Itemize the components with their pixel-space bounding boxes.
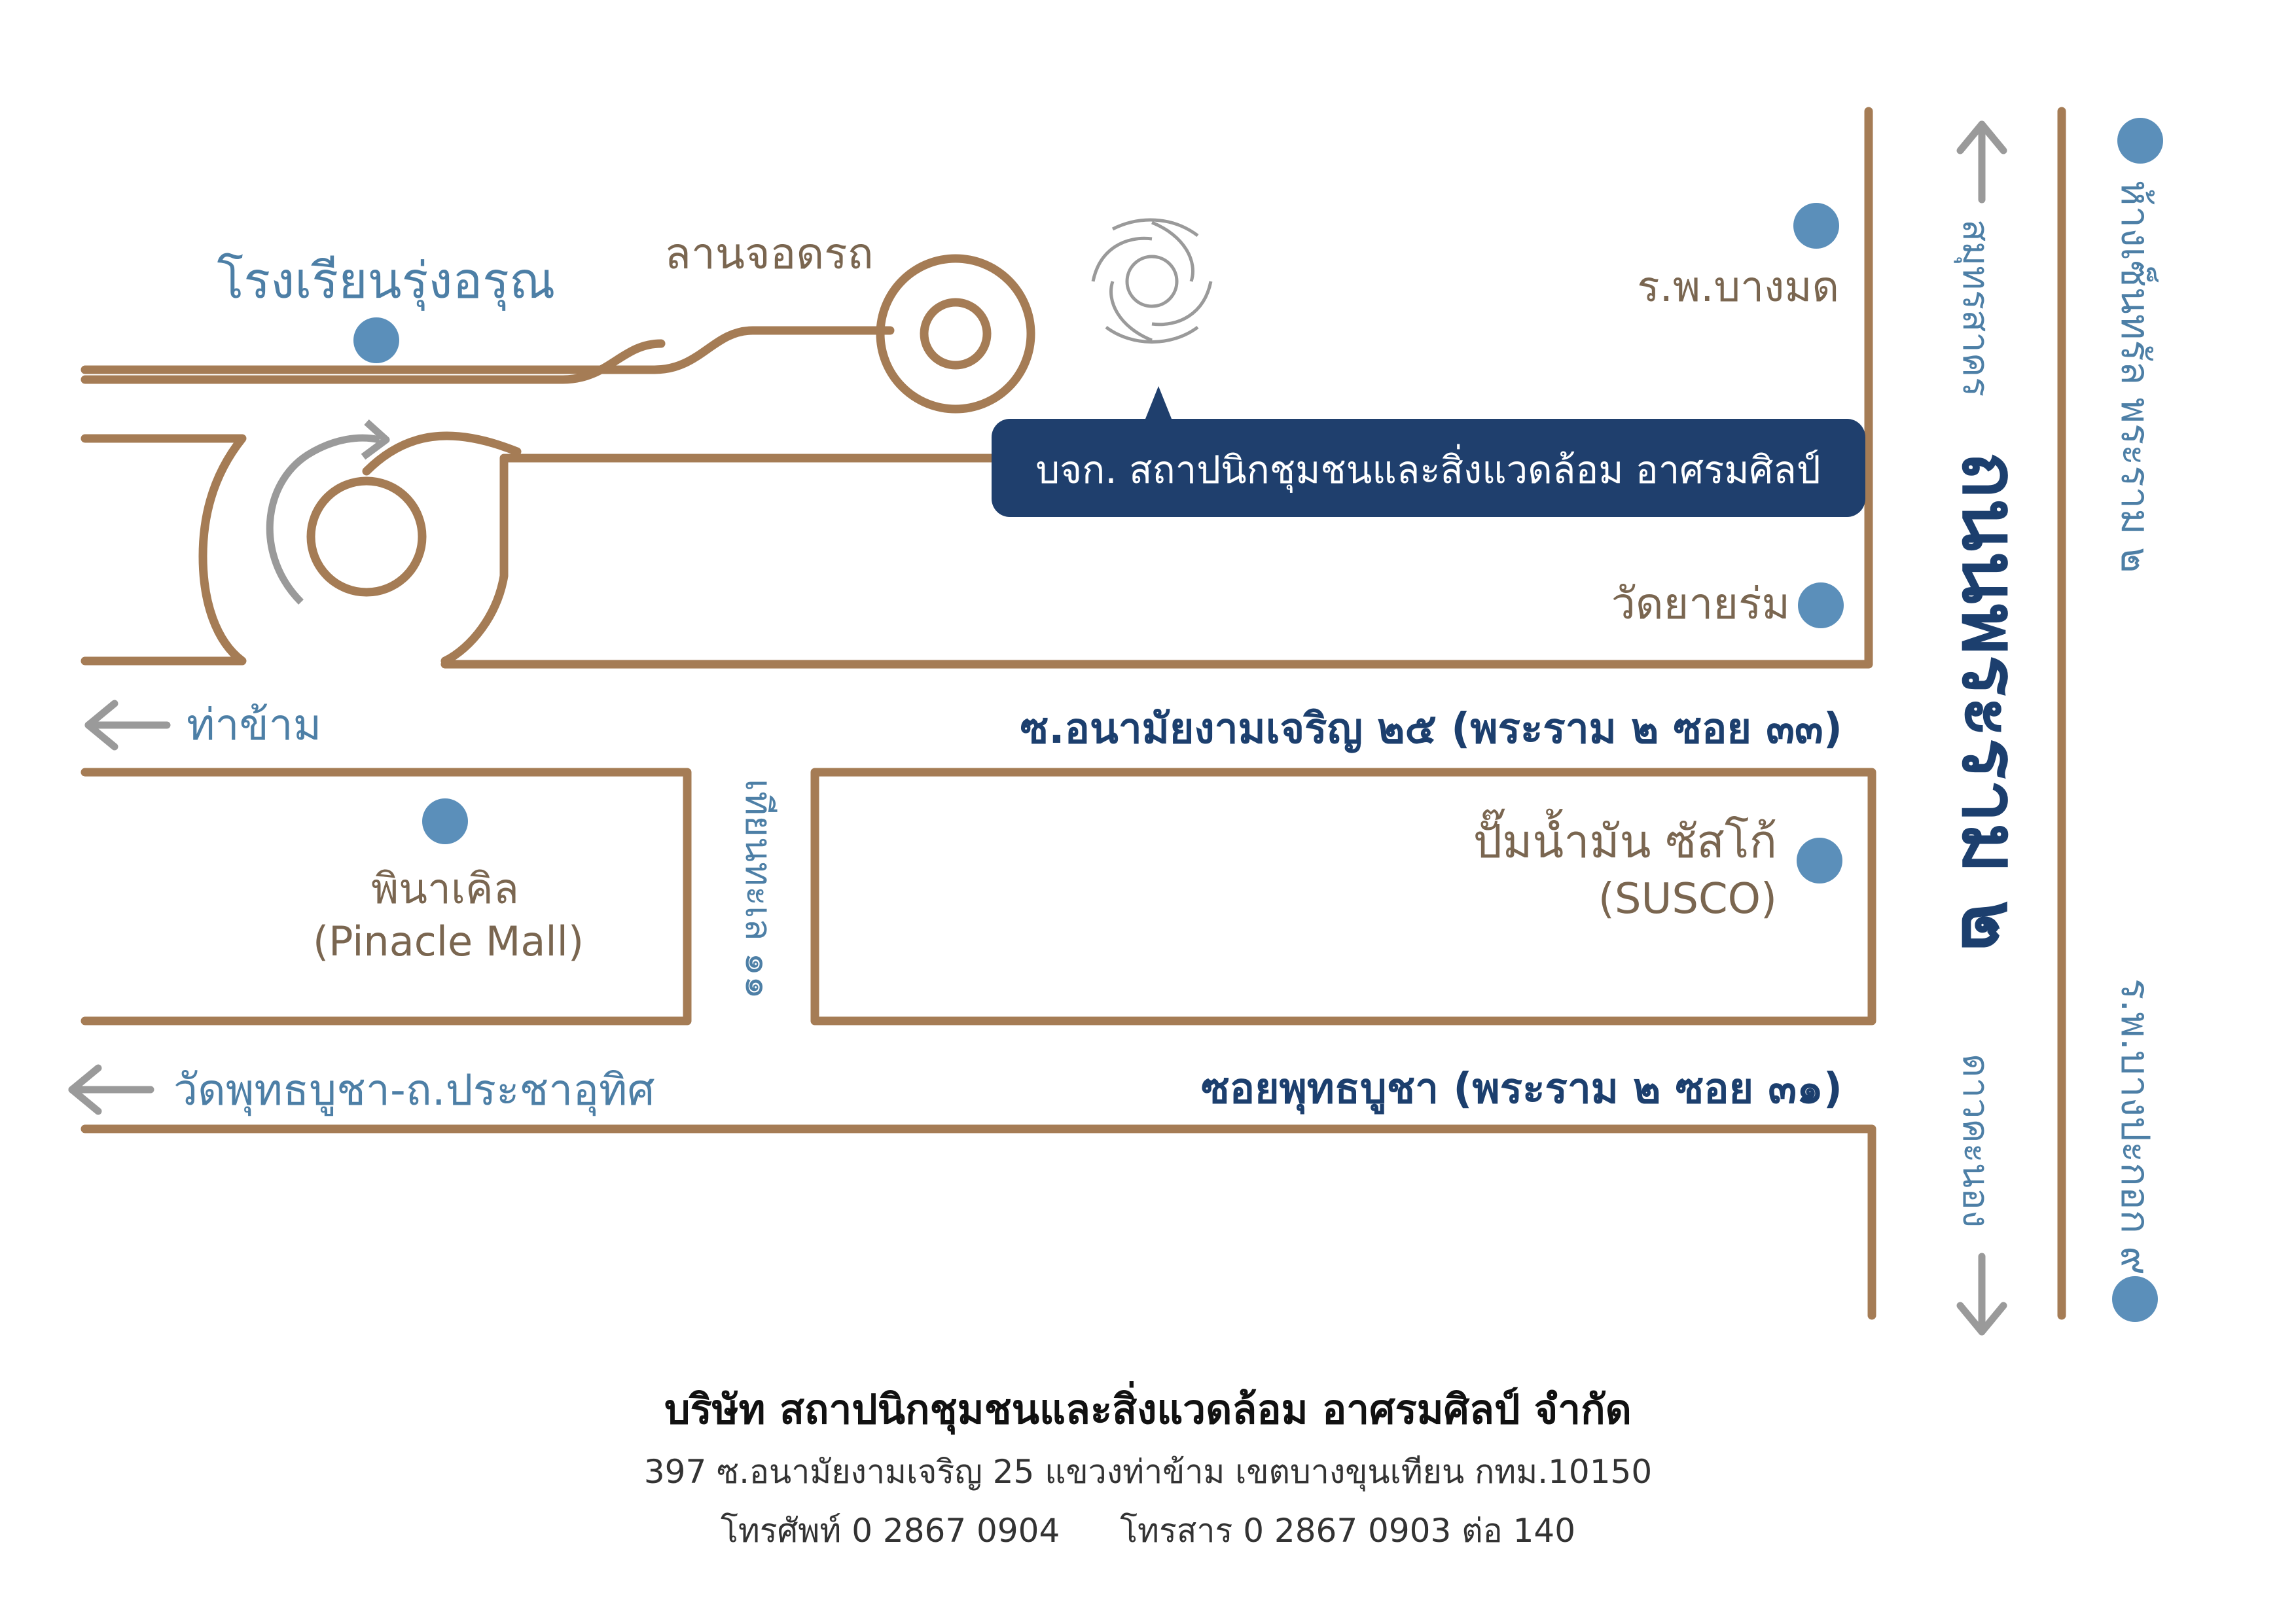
tha-kham-label: ท่าข้าม xyxy=(187,700,321,750)
pinnacle-label-th: พินาเคิล xyxy=(371,865,519,914)
central-dot-icon xyxy=(2117,118,2163,164)
footer-contact: โทรศัพท์ 0 2867 0904 โทรสาร 0 2867 0903 … xyxy=(0,1505,2296,1557)
tha-kham-arrow-icon xyxy=(84,700,171,751)
road-soi25-label: ซ.อนามัยงามเจริญ ๒๕ (พระราม ๒ ซอย ๓๓) xyxy=(1020,705,1842,753)
dao-khanong-label: ดาวคะนอง xyxy=(1954,1054,1997,1228)
school-label: โรงเรียนรุ่งอรุณ xyxy=(217,251,556,311)
hospital-bangpakok-label: ร.พ.บางปะกอก ๙ xyxy=(2112,978,2158,1275)
footer-fax: โทรสาร 0 2867 0903 ต่อ 140 xyxy=(1120,1512,1576,1550)
susco-dot-icon xyxy=(1797,838,1842,883)
wat-buddha-arrow-icon xyxy=(68,1064,154,1115)
central-label: ห้างเซ็นทรัล พระราม ๒ xyxy=(2112,180,2159,573)
hospital-bangmod-dot-icon xyxy=(1793,203,1839,249)
swirl-logo-icon xyxy=(1091,218,1213,344)
roundabout-center xyxy=(306,476,427,597)
footer-phone: โทรศัพท์ 0 2867 0904 xyxy=(720,1512,1060,1550)
samut-sakhon-arrow-icon xyxy=(1956,120,2007,204)
school-dot-icon xyxy=(353,317,399,363)
parking-loop-inner xyxy=(920,298,992,370)
tienthale-label: เทียนทะเล ๑๑ xyxy=(737,779,780,999)
susco-label-en: (SUSCO) xyxy=(1598,875,1777,923)
wat-yaiyrom-label: วัดยายร่ม xyxy=(1611,579,1790,629)
parking-label: ลานจอดรถ xyxy=(664,228,873,279)
wat-yaiyrom-dot-icon xyxy=(1798,582,1844,628)
hospital-bangpakok-dot-icon xyxy=(2112,1276,2158,1322)
parking-loop xyxy=(876,254,1035,414)
road-soi-buddha-bottom xyxy=(81,1124,1876,1320)
pinnacle-dot-icon xyxy=(422,798,468,844)
footer-company-name: บริษัท สถาปนิกชุมชนและสิ่งแวดล้อม อาศรมศ… xyxy=(664,1385,1632,1433)
footer-address: 397 ซ.อนามัยงามเจริญ 25 แขวงท่าข้าม เขตบ… xyxy=(643,1453,1653,1491)
road-network xyxy=(81,107,2066,1320)
roundabout-arrow-icon xyxy=(266,419,390,605)
pinnacle-label-en: (Pinacle Mall) xyxy=(313,918,584,965)
rama2-road-label: ถนนพระราม ๒ xyxy=(1945,452,2036,952)
road-soi25-top xyxy=(440,107,1873,669)
dao-khanong-arrow-icon xyxy=(1956,1253,2007,1336)
company-callout-text: บจก. สถาปนิกชุมชนและสิ่งแวดล้อม อาศรมศิล… xyxy=(1035,444,1820,493)
road-block-right xyxy=(810,768,1876,1026)
wat-buddha-label: วัดพุทธบูชา-ถ.ประชาอุทิศ xyxy=(173,1065,655,1116)
road-soi-buddha-label: ซอยพุทธบูชา (พระราม ๒ ซอย ๓๑) xyxy=(1201,1065,1842,1115)
susco-label-th: ปั๊มน้ำมัน ซัสโก้ xyxy=(1473,808,1777,868)
hospital-bangmod-label: ร.พ.บางมด xyxy=(1637,263,1839,312)
road-parking-top xyxy=(81,326,895,374)
road-block-left xyxy=(81,768,692,1026)
road-roundabout-right xyxy=(362,431,522,476)
samut-sakhon-label: สมุทรสาคร xyxy=(1954,219,1997,397)
road-main-block-top xyxy=(440,454,1870,666)
road-parking-bottom xyxy=(81,339,666,384)
road-left-top xyxy=(81,434,247,666)
company-callout: บจก. สถาปนิกชุมชนและสิ่งแวดล้อม อาศรมศิล… xyxy=(992,386,1865,517)
place-dots xyxy=(353,118,2163,1322)
